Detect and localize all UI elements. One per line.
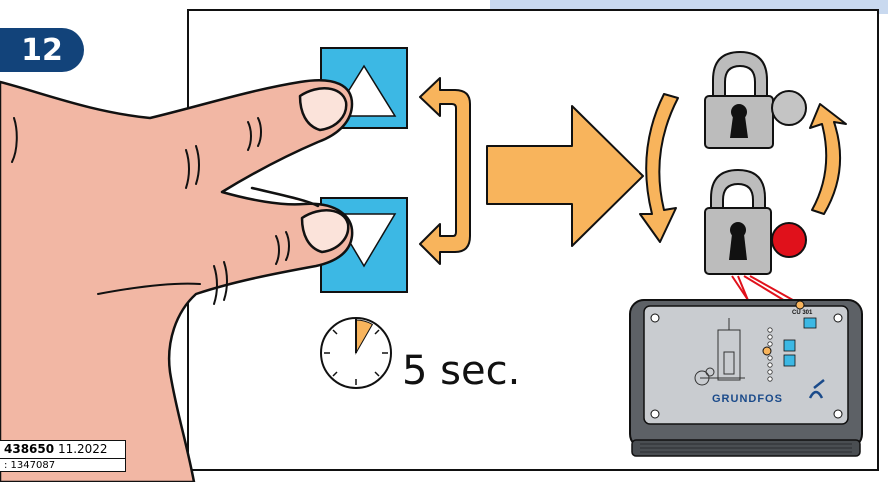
unlocked-indicator-icon (771, 90, 807, 126)
document-date: 11.2022 (57, 442, 108, 456)
timer-label: 5 sec. (402, 348, 521, 394)
document-number-row: 438650 11.2022 (0, 441, 125, 459)
step-number-badge: 12 (0, 28, 84, 72)
hand-icon (0, 79, 354, 482)
device-brand-label: GRUNDFOS (712, 393, 783, 405)
stopwatch-icon (320, 317, 392, 389)
toggle-arrow-icon (419, 77, 471, 265)
lock-icon (704, 168, 772, 275)
document-reference: : 1347087 (4, 460, 56, 471)
device-model-label: CU 301 (792, 310, 813, 316)
lock-icon (704, 50, 774, 149)
document-label: 438650 11.2022 : 1347087 (0, 440, 126, 472)
document-number: 438650 (4, 442, 55, 456)
cycle-arrows-icon (639, 93, 847, 243)
right-arrow-icon (486, 105, 644, 247)
grundfos-logo-icon (808, 379, 825, 399)
control-unit-icon: CU 301 GRUNDFOS (629, 299, 863, 457)
locked-indicator-icon (771, 222, 807, 258)
